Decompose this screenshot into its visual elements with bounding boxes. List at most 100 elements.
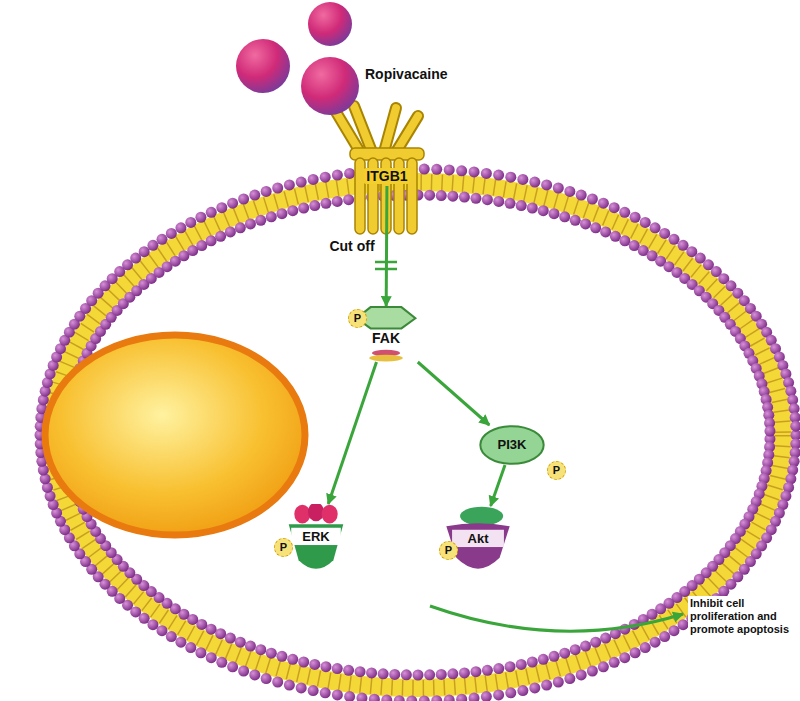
lipid-head bbox=[332, 663, 343, 674]
lipid-head bbox=[669, 625, 680, 636]
lipid-head bbox=[527, 656, 538, 667]
lipid-head bbox=[505, 687, 516, 698]
lipid-head bbox=[493, 196, 504, 207]
lipid-head bbox=[206, 624, 217, 635]
signal-arrow bbox=[491, 465, 505, 506]
lipid-head bbox=[570, 644, 581, 655]
phosphate-label: P bbox=[439, 541, 458, 560]
lipid-head bbox=[147, 240, 158, 251]
lipid-head bbox=[245, 641, 256, 652]
lipid-head bbox=[238, 193, 249, 204]
node-text: FAK bbox=[372, 330, 400, 346]
lipid-head bbox=[308, 174, 319, 185]
lipid-head bbox=[424, 190, 435, 201]
lipid-head bbox=[215, 628, 226, 639]
lipid-head bbox=[493, 170, 504, 181]
lipid-head bbox=[517, 174, 528, 185]
lipid-head bbox=[284, 179, 295, 190]
lipid-head bbox=[216, 202, 227, 213]
lipid-head bbox=[394, 695, 405, 701]
lipid-head bbox=[619, 207, 630, 218]
lipid-head bbox=[276, 208, 287, 219]
lipid-head bbox=[309, 200, 320, 211]
lipid-head bbox=[166, 228, 177, 239]
lipid-head bbox=[538, 654, 549, 665]
lipid-head bbox=[287, 654, 298, 665]
lipid-head bbox=[431, 695, 442, 701]
nucleus bbox=[45, 335, 305, 535]
lipid-head bbox=[215, 231, 226, 242]
lipid-head bbox=[447, 668, 458, 679]
node-text: ERK bbox=[302, 529, 329, 545]
lipid-head bbox=[527, 203, 538, 214]
lipid-head bbox=[255, 644, 266, 655]
lipid-head bbox=[529, 682, 540, 693]
lipid-head bbox=[553, 183, 564, 194]
phosphate-label: P bbox=[348, 309, 367, 328]
lipid-head bbox=[249, 190, 260, 201]
lipid-head bbox=[505, 198, 516, 209]
lipid-head bbox=[564, 673, 575, 684]
lipid-head bbox=[549, 208, 560, 219]
lipid-head bbox=[332, 196, 343, 207]
itgb1-receptor bbox=[336, 106, 424, 234]
node-text: ITGB1 bbox=[363, 168, 410, 184]
lipid-head bbox=[381, 695, 392, 701]
lipid-head bbox=[332, 170, 343, 181]
lipid-head bbox=[366, 667, 377, 678]
lipid-head bbox=[227, 661, 238, 672]
lipid-head bbox=[320, 198, 331, 209]
lipid-head bbox=[482, 665, 493, 676]
lipid-head bbox=[580, 218, 591, 229]
drug-label: Ropivacaine bbox=[365, 66, 447, 82]
lipid-head bbox=[587, 666, 598, 677]
receptor-label: ITGB1 bbox=[361, 166, 412, 186]
lipid-head bbox=[505, 172, 516, 183]
lipid-head bbox=[493, 689, 504, 700]
lipid-head bbox=[549, 651, 560, 662]
lipid-head bbox=[185, 642, 196, 653]
lipid-head bbox=[481, 168, 492, 179]
lipid-head bbox=[456, 694, 467, 701]
signal-arrow bbox=[385, 186, 389, 306]
lipid-head bbox=[516, 659, 527, 670]
lipid-head bbox=[156, 625, 167, 636]
lipid-head bbox=[406, 695, 417, 701]
lipid-head bbox=[424, 669, 435, 680]
lipid-head bbox=[413, 670, 424, 681]
lipid-head bbox=[590, 637, 601, 648]
lipid-head bbox=[195, 212, 206, 223]
lipid-head bbox=[600, 226, 611, 237]
lipid-head bbox=[600, 633, 611, 644]
lipid-head bbox=[576, 190, 587, 201]
ropivacaine-molecules bbox=[236, 2, 359, 115]
lipid-head bbox=[619, 235, 630, 246]
lipid-head bbox=[389, 669, 400, 680]
lipid-head bbox=[206, 235, 217, 246]
lipid-head bbox=[296, 682, 307, 693]
lipid-head bbox=[590, 222, 601, 233]
lipid-head bbox=[570, 215, 581, 226]
lipid-head bbox=[227, 198, 238, 209]
lipid-head bbox=[541, 179, 552, 190]
lipid-head bbox=[640, 642, 651, 653]
lipid-head bbox=[456, 165, 467, 176]
lipid-head bbox=[284, 680, 295, 691]
lipid-head bbox=[431, 164, 442, 175]
outcome-label: Inhibit cell proliferation and promote a… bbox=[688, 596, 798, 637]
lipid-head bbox=[580, 641, 591, 652]
lipid-head bbox=[343, 194, 354, 205]
lipid-head bbox=[764, 426, 775, 437]
cell-membrane bbox=[35, 164, 800, 701]
lipid-head bbox=[216, 657, 227, 668]
lipid-head bbox=[564, 186, 575, 197]
lipid-head bbox=[538, 205, 549, 216]
lipid-head bbox=[482, 194, 493, 205]
lipid-head bbox=[235, 222, 246, 233]
lipid-head bbox=[206, 207, 217, 218]
lipid-head bbox=[175, 637, 186, 648]
lipid-head bbox=[610, 231, 621, 242]
lipid-head bbox=[659, 631, 670, 642]
